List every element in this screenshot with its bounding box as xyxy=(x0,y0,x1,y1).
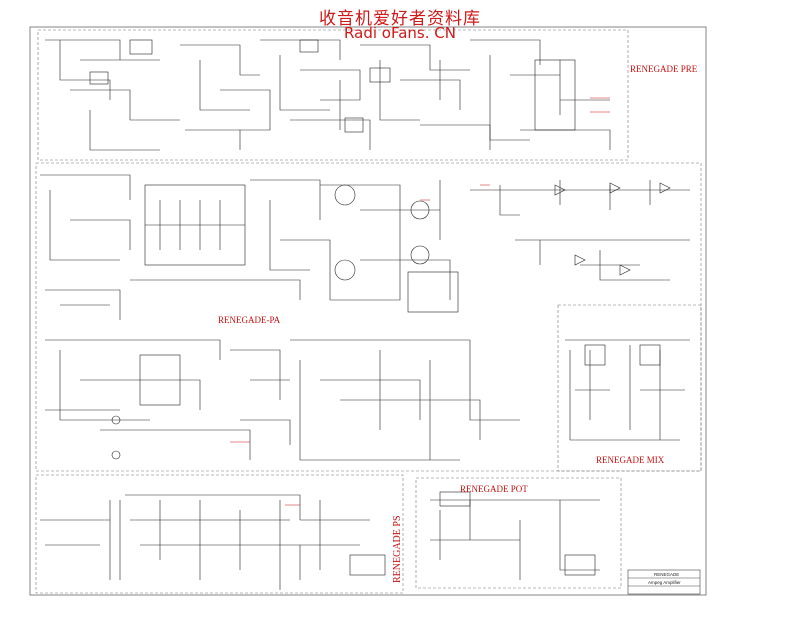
pre-section-border xyxy=(37,29,629,161)
label-renegade-mix: RENEGADE MIX xyxy=(596,455,665,465)
ps-section-border xyxy=(35,474,404,594)
pot-circuit xyxy=(430,491,600,580)
pa-lower-circuit xyxy=(45,339,520,461)
pa-circuit xyxy=(40,174,690,320)
label-renegade-ps: RENEGADE PS xyxy=(392,515,403,583)
mix-section-border xyxy=(557,304,702,472)
label-renegade-pre: RENEGADE PRE xyxy=(630,64,698,74)
pre-circuit xyxy=(45,39,611,151)
drawing-frame xyxy=(29,26,707,596)
title-block-desc: Ampeg Amplifier xyxy=(648,580,681,585)
mix-circuit xyxy=(565,339,690,441)
label-renegade-pot: RENEGADE POT xyxy=(460,484,528,494)
ps-circuit xyxy=(40,494,386,590)
site-title-en: Radi oFans. CN xyxy=(344,24,456,42)
title-block-name: RENEGADE xyxy=(654,572,680,577)
site-title-cn: 收音机爱好者资料库 xyxy=(319,9,481,29)
title-block xyxy=(627,569,701,595)
pa-section-border xyxy=(35,162,702,472)
label-renegade-pa: RENEGADE-PA xyxy=(218,315,281,325)
pot-section-border xyxy=(415,477,622,589)
red-annotations xyxy=(230,97,610,506)
